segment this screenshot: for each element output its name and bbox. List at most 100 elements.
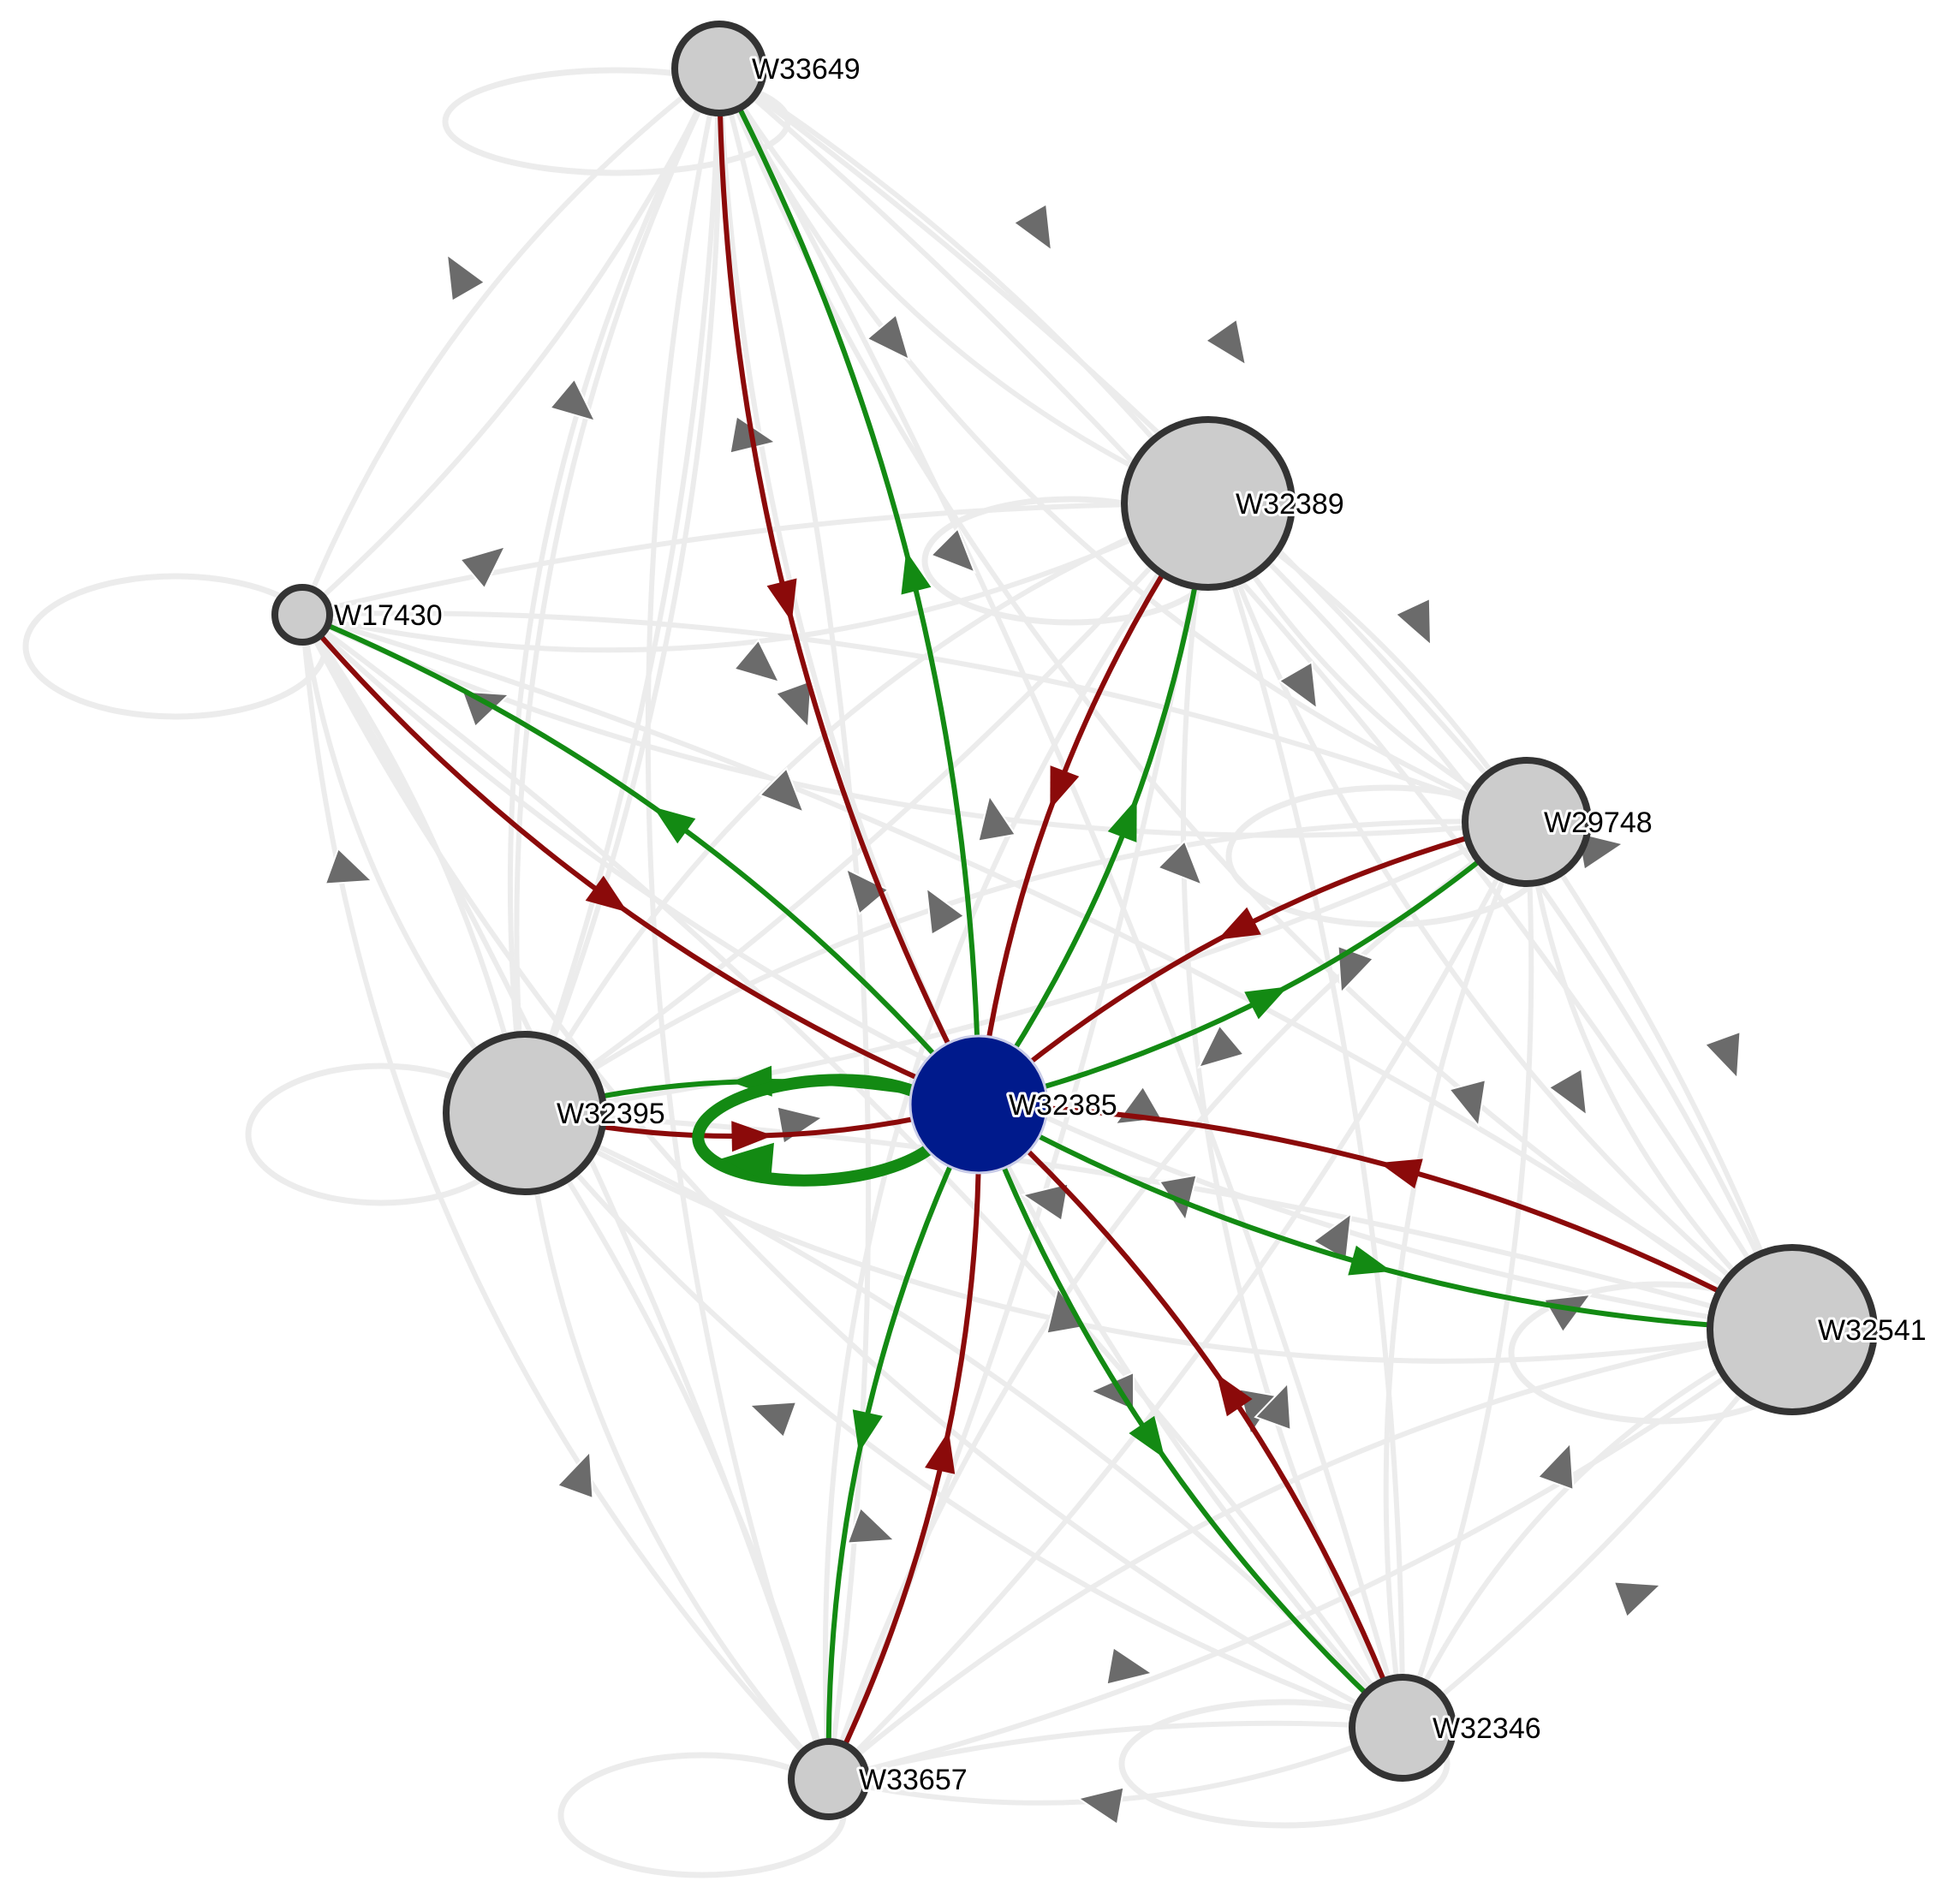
outgoing-arrowhead-icon <box>852 1409 883 1453</box>
node-label: W32389 <box>1236 488 1344 521</box>
node-w17430[interactable]: W17430 <box>271 584 445 646</box>
arrowhead-icon <box>748 1401 798 1439</box>
outgoing-arrowhead-icon <box>901 551 932 595</box>
arrowhead-icon <box>1547 1067 1588 1117</box>
arrowhead-icon <box>1612 1581 1663 1619</box>
node-label: W32385 <box>1009 1089 1117 1122</box>
background-edge <box>522 68 722 1115</box>
arrowhead-icon <box>1337 944 1375 995</box>
node-w32385[interactable]: W32385 <box>909 1034 1120 1175</box>
incoming-arrowhead-icon <box>1379 1158 1423 1189</box>
arrowhead-icon <box>548 377 597 423</box>
background-edge <box>522 1111 1403 1730</box>
background-edge <box>826 820 1529 1782</box>
outgoing-arrowhead-icon <box>1107 798 1137 842</box>
arrowhead-icon <box>324 847 374 885</box>
arrowhead-icon <box>458 545 507 591</box>
arrowhead-icon <box>1020 1182 1069 1223</box>
background-edge <box>300 66 721 616</box>
background-edge <box>718 66 1795 1331</box>
arrowhead-icon <box>1536 1441 1575 1491</box>
node-w33657[interactable]: W33657 <box>788 1738 970 1820</box>
outgoing-arrowhead-icon <box>1129 1415 1165 1459</box>
node-label: W32541 <box>1818 1314 1927 1347</box>
node-w32389[interactable]: W32389 <box>1121 416 1347 591</box>
node-w33649[interactable]: W33649 <box>671 21 863 116</box>
node-circle[interactable] <box>788 1738 870 1820</box>
arrowhead-icon <box>445 253 486 303</box>
arrowhead-icon <box>1254 1381 1292 1432</box>
node-label: W33657 <box>859 1764 968 1796</box>
background-edges <box>300 66 1795 1806</box>
arrowhead-icon <box>1394 597 1433 647</box>
arrowhead-icon <box>732 638 781 684</box>
arrowhead-icon <box>1197 1023 1246 1069</box>
node-label: W32346 <box>1433 1712 1541 1745</box>
node-circle[interactable] <box>671 21 767 116</box>
node-w32541[interactable]: W32541 <box>1707 1244 1929 1415</box>
background-edge <box>717 67 1528 824</box>
arrowhead-icon <box>844 867 891 916</box>
background-edge <box>522 68 723 1115</box>
arrowhead-icon <box>1012 202 1053 253</box>
node-label: W17430 <box>334 599 443 632</box>
arrowhead-icon <box>977 793 1017 842</box>
arrowhead-icon <box>929 527 977 574</box>
background-edge <box>1206 502 1794 1332</box>
background-edge <box>1383 820 1529 1729</box>
highlighted-edges <box>300 67 1794 1781</box>
node-circle[interactable] <box>1349 1674 1457 1782</box>
arrowhead-icon <box>1204 318 1248 367</box>
node-circle[interactable] <box>1462 757 1592 887</box>
node-label: W29748 <box>1544 807 1653 839</box>
background-edge <box>1524 821 1795 1332</box>
background-edge <box>301 501 1209 617</box>
background-edge <box>514 67 722 1114</box>
node-circle[interactable] <box>1707 1244 1878 1415</box>
background-edge <box>522 1112 831 1782</box>
focus-node-circle[interactable] <box>909 1034 1049 1175</box>
incoming-arrowhead-icon <box>925 1431 956 1474</box>
background-edge <box>300 613 1404 1730</box>
node-w32395[interactable]: W32395 <box>443 1031 668 1195</box>
background-edge <box>826 819 1528 1780</box>
node-label: W33649 <box>752 53 861 86</box>
incoming-arrowhead-icon <box>585 875 629 913</box>
node-circle[interactable] <box>271 584 333 646</box>
outgoing-arrowhead-icon <box>1348 1245 1392 1276</box>
arrowhead-icon <box>1447 1078 1487 1128</box>
background-edge <box>301 612 1528 838</box>
arrowhead-icon <box>865 313 911 361</box>
background-edge <box>828 1720 1403 1782</box>
background-edge <box>827 1327 1793 1782</box>
node-circle[interactable] <box>443 1031 607 1195</box>
background-edge <box>718 66 1529 824</box>
incoming-arrowhead-icon <box>1050 765 1080 810</box>
incoming-arrowhead-icon <box>1217 907 1261 940</box>
background-edge <box>300 614 831 1782</box>
arrowhead-icon <box>461 690 511 729</box>
node-circle[interactable] <box>1121 416 1296 591</box>
arrowhead-icon <box>774 679 813 729</box>
incoming-arrowhead-icon <box>731 1121 773 1152</box>
node-label: W32395 <box>557 1098 665 1130</box>
arrowhead-icon <box>1105 1646 1155 1686</box>
background-edge <box>523 1110 1793 1364</box>
background-self-loop <box>1118 1699 1451 1829</box>
background-edge <box>1400 821 1534 1729</box>
node-w32346[interactable]: W32346 <box>1349 1674 1544 1782</box>
incoming-arrowhead-icon <box>766 578 797 622</box>
background-edge <box>522 1111 831 1780</box>
outgoing-arrowhead-icon <box>1244 986 1289 1020</box>
background-edge <box>717 67 1210 506</box>
background-edge <box>523 502 1211 1116</box>
background-edge <box>1524 820 1795 1331</box>
node-w29748[interactable]: W29748 <box>1462 757 1655 887</box>
background-edge <box>522 501 1210 1115</box>
background-edge <box>828 1327 1794 1782</box>
arrowhead-icon <box>1075 1786 1125 1826</box>
background-edge <box>523 819 1528 1116</box>
arrowhead-icon <box>1156 839 1204 887</box>
